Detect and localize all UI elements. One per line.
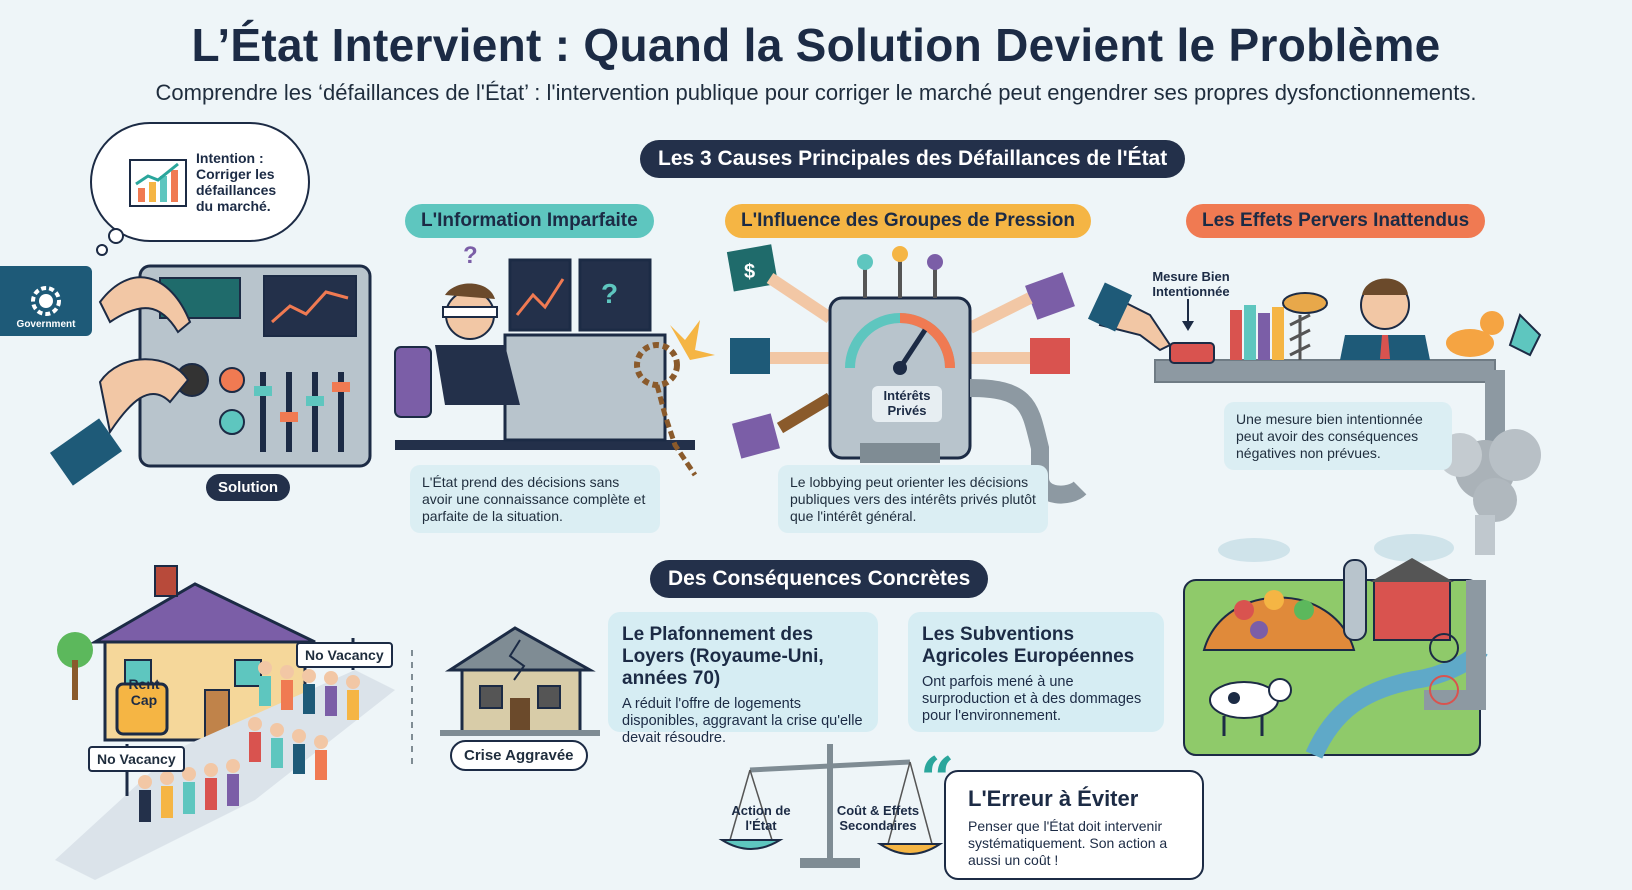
no-vacancy-sign-bottom: No Vacancy — [88, 746, 185, 772]
no-vacancy-sign-top: No Vacancy — [296, 642, 393, 668]
svg-text:$: $ — [744, 261, 755, 283]
government-label: Government — [16, 319, 76, 330]
control-panel-illustration — [49, 264, 372, 486]
rent-cap-sign: Rent Cap — [128, 676, 160, 709]
balance-left-label: Action de l'État — [731, 803, 791, 833]
cause-imperfect-information-text: L'État prend des décisions sans avoir un… — [410, 465, 660, 534]
warning-box: L'Erreur à Éviter Penser que l'État doit… — [944, 770, 1204, 880]
government-badge: Government — [0, 266, 92, 336]
cause-pressure-groups: L'Influence des Groupes de Pression — [725, 204, 1091, 238]
bubble-tail — [96, 228, 124, 256]
gear-icon — [31, 286, 61, 316]
balance-scale-illustration — [718, 744, 944, 868]
consequences-heading: Des Conséquences Concrètes — [650, 560, 989, 598]
warning-text: Penser que l'État doit intervenir systém… — [968, 818, 1168, 868]
cause-perverse-effects: Les Effets Pervers Inattendus — [1186, 204, 1486, 238]
cause-pressure-groups-text: Le lobbying peut orienter les décisions … — [778, 465, 1048, 534]
intention-text: Intention : Corriger les défaillances du… — [196, 150, 277, 215]
rent-cap-housing-illustration — [55, 565, 395, 880]
button-label: Mesure Bien Intentionnée — [1152, 269, 1230, 299]
warning-title: L'Erreur à Éviter — [968, 786, 1139, 811]
page-subtitle: Comprendre les ‘défaillances de l'État’ … — [155, 80, 1477, 105]
solution-label: Solution — [206, 474, 290, 501]
intention-bubble — [90, 122, 310, 242]
svg-text:?: ? — [601, 278, 618, 309]
rent-cap-card: Le Plafonnement des Loyers (Royaume-Uni,… — [608, 612, 878, 746]
dashed-divider — [411, 650, 413, 770]
perverse-effects-illustration — [1087, 278, 1542, 555]
balance-right-label: Coût & Effets Secondaires — [836, 803, 920, 833]
page-title: L’État Intervient : Quand la Solution De… — [191, 19, 1441, 71]
cause-imperfect-information: L'Information Imparfaite — [405, 204, 654, 238]
causes-heading: Les 3 Causes Principales des Défaillance… — [640, 140, 1186, 178]
svg-text:?: ? — [463, 242, 478, 269]
rising-chart-icon — [129, 159, 187, 207]
agri-subsidies-card-text: Ont parfois mené à une surproduction et … — [922, 673, 1142, 725]
crumbling-house-illustration — [440, 626, 600, 736]
cause-perverse-effects-text: Une mesure bien intentionnée peut avoir … — [1224, 402, 1452, 471]
rent-cap-card-text: A réduit l'offre de logements disponible… — [622, 695, 863, 747]
gauge-label: Intérêts Privés — [872, 386, 942, 422]
rent-cap-card-title: Le Plafonnement des Loyers (Royaume-Uni,… — [622, 624, 824, 689]
blindfolded-operator-illustration: ? ? — [394, 242, 715, 477]
agricultural-overproduction-illustration — [1183, 534, 1488, 759]
crisis-label: Crise Aggravée — [450, 740, 588, 771]
agri-subsidies-card-title: Les Subventions Agricoles Européennes — [922, 624, 1135, 667]
agri-subsidies-card: Les Subventions Agricoles Européennes On… — [908, 612, 1164, 732]
